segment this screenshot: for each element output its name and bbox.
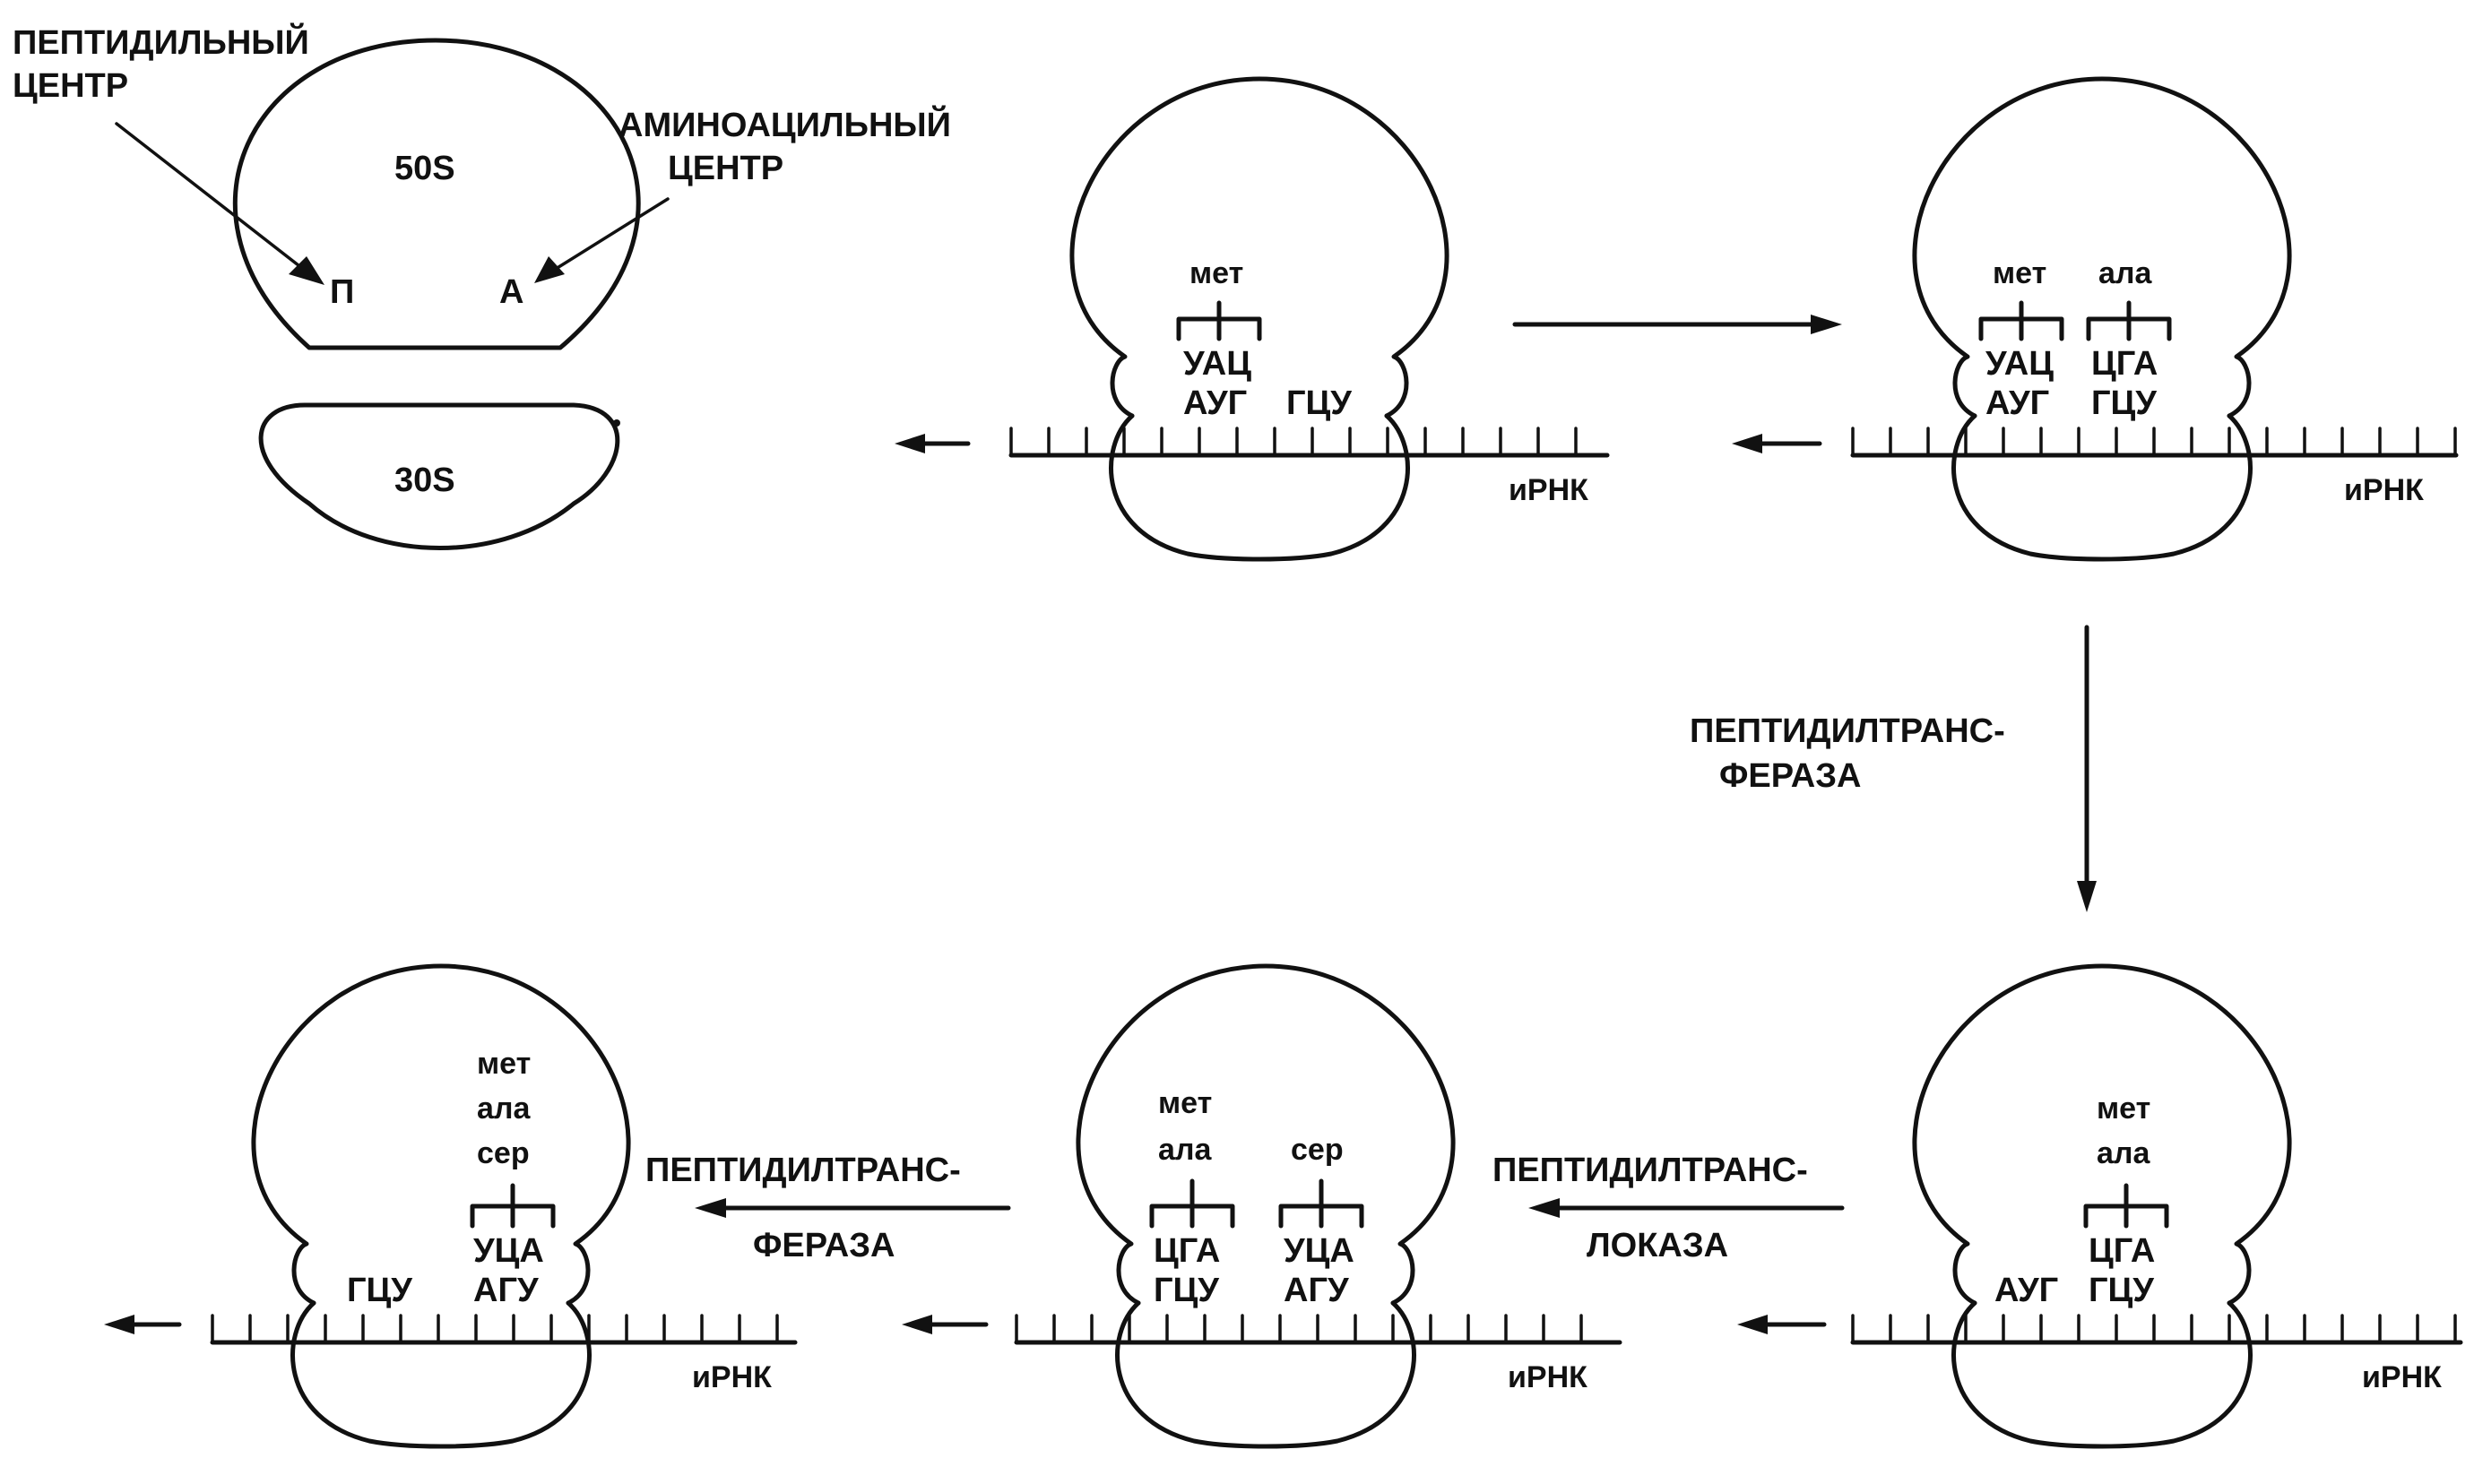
peptidyl-pointer-arrowhead — [289, 256, 324, 285]
exit-arrowhead-stage-2 — [1732, 434, 1762, 453]
aa-met-stage-2: мет — [1993, 256, 2046, 290]
codon1-stage-1: АУГ — [1183, 384, 1247, 422]
stage-1: иРНК мет УАЦ АУГ ГЦУ — [1008, 79, 1610, 559]
a-site-label: А — [499, 273, 523, 311]
peptidyl-center-label-1: ПЕПТИДИЛЬНЫЙ — [13, 22, 309, 62]
exit-arrowhead-stage-4 — [902, 1315, 932, 1334]
codon2-stage-3: ГЦУ — [2089, 1272, 2154, 1309]
anticodon-stage-5: УЦА — [473, 1232, 544, 1270]
codon2-stage-5: АГУ — [473, 1272, 539, 1309]
trna-bracket-stage-1 — [1176, 300, 1262, 341]
anticodon1-stage-4: ЦГА — [1154, 1232, 1220, 1270]
mrna-stage-1 — [1008, 427, 1610, 458]
exit-arrowhead-stage-5 — [104, 1315, 134, 1334]
p-site-label: П — [330, 273, 354, 311]
mrna-label-stage-2: иРНК — [2344, 473, 2424, 507]
aminoacyl-center-label-1: АМИНОАЦИЛЬНЫЙ — [618, 104, 951, 144]
enzyme-transferase2-line2: ФЕРАЗА — [753, 1227, 895, 1264]
aa-ser-stage-4: сер — [1291, 1133, 1344, 1167]
exit-arrowhead-stage-3 — [1737, 1315, 1768, 1334]
ribosome-stage-5 — [254, 966, 628, 1446]
stage-2: иРНК мет ала УАЦ ЦГА АУГ ГЦУ — [1850, 79, 2459, 559]
aa-met-stage-5: мет — [477, 1047, 531, 1081]
aa-ala-stage-4: ала — [1158, 1133, 1213, 1167]
enzyme-transferase-line2: ФЕРАЗА — [1719, 757, 1861, 795]
arrowhead-stage1-to-stage2 — [1811, 315, 1842, 334]
mrna-stage-4 — [1014, 1314, 1622, 1345]
mrna-label-stage-1: иРНК — [1509, 473, 1588, 507]
mrna-stage-3 — [1850, 1314, 2463, 1345]
aa-ala-stage-5: ала — [477, 1091, 532, 1126]
anticodon-stage-3: ЦГА — [2089, 1232, 2155, 1270]
stage-4: иРНК мет ала сер ЦГА УЦА ГЦУ АГУ — [1014, 966, 1622, 1446]
enzyme-translocase-line2: ЛОКАЗА — [1587, 1227, 1728, 1264]
anticodon2-stage-2: ЦГА — [2091, 345, 2158, 383]
peptidyl-center-label-2: ЦЕНТР — [13, 67, 128, 105]
codon1-stage-2: АУГ — [1985, 384, 2049, 422]
aminoacyl-center-label-2: ЦЕНТР — [668, 150, 783, 187]
small-subunit-30s — [258, 402, 620, 550]
trna1-bracket-stage-2 — [1978, 300, 2064, 341]
aminoacyl-pointer-line — [554, 197, 670, 271]
large-subunit-50s — [232, 38, 641, 350]
codon2-stage-1: ГЦУ — [1286, 384, 1352, 422]
mrna-label-stage-3: иРНК — [2362, 1360, 2442, 1394]
anticodon2-stage-4: УЦА — [1284, 1232, 1354, 1270]
trna-bracket-stage-3 — [2083, 1183, 2169, 1229]
arrowhead-stage2-to-stage3 — [2077, 881, 2097, 912]
codon2-stage-4: АГУ — [1284, 1272, 1349, 1309]
enzyme-transferase2-line1: ПЕПТИДИЛТРАНС- — [645, 1152, 961, 1189]
aa-met-stage-1: мет — [1189, 256, 1243, 290]
trna2-bracket-stage-2 — [2086, 300, 2172, 341]
mrna-label-stage-4: иРНК — [1508, 1360, 1587, 1394]
trna2-bracket-stage-4 — [1278, 1178, 1364, 1229]
peptidyl-pointer-line — [115, 122, 305, 271]
aa-ala-stage-3: ала — [2097, 1136, 2151, 1170]
arrowhead-stage3-to-stage4 — [1528, 1198, 1560, 1218]
ribosome-legend: 50S 30S П А ПЕПТИДИЛЬНЫЙ ЦЕНТР АМИНОАЦИЛ… — [13, 22, 951, 550]
aa-met-stage-4: мет — [1158, 1086, 1212, 1120]
exit-arrowhead-stage-1 — [895, 434, 925, 453]
aa-met-stage-3: мет — [2097, 1091, 2150, 1126]
trna-bracket-stage-5 — [470, 1183, 556, 1229]
enzyme-transferase-line1: ПЕПТИДИЛТРАНС- — [1690, 712, 2005, 750]
aa-ala-stage-2: ала — [2098, 256, 2153, 290]
trna1-bracket-stage-4 — [1149, 1178, 1235, 1229]
large-subunit-label: 50S — [394, 150, 455, 187]
arrowhead-stage4-to-stage5 — [695, 1198, 726, 1218]
anticodon-stage-1: УАЦ — [1183, 345, 1251, 383]
anticodon1-stage-2: УАЦ — [1985, 345, 2054, 383]
codon1-stage-5: ГЦУ — [347, 1272, 412, 1309]
codon1-stage-3: АУГ — [1994, 1272, 2058, 1309]
ribosome-stage-4 — [1078, 966, 1453, 1446]
mrna-stage-2 — [1850, 427, 2459, 458]
stage-5: иРНК мет ала сер УЦА ГЦУ АГУ — [210, 966, 798, 1446]
mrna-label-stage-5: иРНК — [692, 1360, 772, 1394]
aminoacyl-pointer-arrowhead — [534, 256, 565, 283]
mrna-stage-5 — [210, 1314, 798, 1345]
stage-3: иРНК мет ала ЦГА АУГ ГЦУ — [1850, 966, 2463, 1446]
enzyme-translocase-line1: ПЕПТИДИЛТРАНС- — [1492, 1152, 1808, 1189]
small-subunit-label: 30S — [394, 462, 455, 499]
codon1-stage-4: ГЦУ — [1154, 1272, 1219, 1309]
aa-ser-stage-5: сер — [477, 1136, 530, 1170]
codon2-stage-2: ГЦУ — [2091, 384, 2157, 422]
